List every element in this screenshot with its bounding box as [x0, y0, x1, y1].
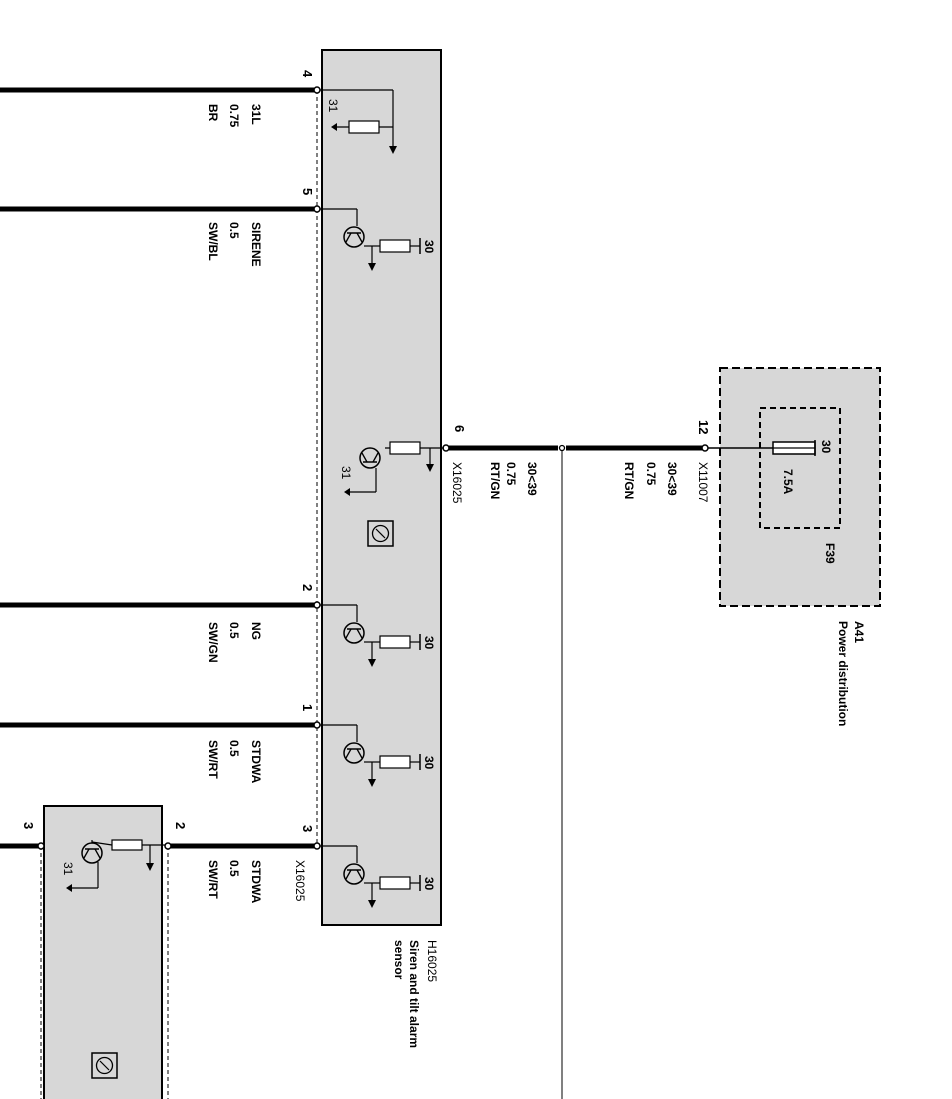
supply-label: 30 [422, 756, 436, 770]
module-name-line1: Siren and tilt alarm [407, 940, 421, 1048]
wire-pin4 [0, 86, 321, 94]
wire-pin1 [0, 721, 321, 729]
wire-signal: NG [249, 622, 263, 640]
pin-label-4: 4 [300, 70, 315, 78]
wire-color: BR [206, 104, 220, 122]
fuse-rating: 7.5A [781, 469, 795, 495]
wire-signal: STDWA [249, 740, 263, 784]
ground-label-lower: 31 [61, 862, 75, 876]
wire-color: RT/GN [622, 462, 636, 499]
wire-size: 0.5 [227, 622, 241, 639]
circuit-pin5 [320, 208, 421, 271]
wire-size: 0.5 [227, 740, 241, 757]
sensor-icon-lower [91, 1052, 118, 1079]
module-a41 [719, 367, 881, 607]
wire-label-pin3: STDWA 0.5 SW/RT 30 X16025 [206, 860, 436, 904]
module-name: Power distribution [836, 621, 850, 726]
supply-label: 30 [422, 636, 436, 650]
wire-signal: 30<39 [525, 462, 539, 496]
pin-label-1: 1 [300, 704, 315, 711]
fuse-id: F39 [823, 543, 837, 564]
module-lower [40, 805, 169, 1099]
pin-label-6: 6 [452, 425, 467, 432]
pin-label-12: 12 [696, 420, 711, 434]
pin-label-lower-right: 2 [173, 822, 188, 829]
supply-label: 30 [422, 877, 436, 891]
ground-label: 31 [339, 466, 353, 480]
h16025-labels: H16025 Siren and tilt alarm sensor [392, 940, 439, 1048]
circuit-pin3 [320, 845, 421, 908]
ground-label: 31 [326, 99, 340, 113]
circuit-pin1 [320, 724, 421, 787]
wire-size: 0.5 [227, 222, 241, 239]
supply-label: 30 [422, 240, 436, 254]
wire-color: SW/RT [206, 860, 220, 899]
wire-size: 0.75 [644, 462, 658, 486]
wire-label-feed2: 30<39 0.75 RT/GN X11007 [622, 462, 710, 503]
wire-color: RT/GN [488, 462, 502, 499]
wire-color: SW/BL [206, 222, 220, 261]
module-h16025 [316, 49, 442, 926]
connector-label: X11007 [696, 462, 710, 503]
sensor-icon-main [367, 520, 394, 547]
fuse-f39 [772, 440, 816, 456]
wire-label-pin6: X16025 31 [339, 462, 464, 504]
fuse-terminal: 30 [819, 440, 833, 454]
connector-label: X16025 [293, 860, 307, 902]
wire-signal: STDWA [249, 860, 263, 904]
circuit-pin4 [320, 89, 397, 154]
wire-label-pin4: 31L 0.75 BR 31 [206, 99, 340, 128]
pin-label-2: 2 [300, 584, 315, 591]
module-id: A41 [852, 621, 866, 643]
wire-signal: 31L [249, 104, 263, 125]
wire-color: SW/RT [206, 740, 220, 779]
a41-labels: 30 7.5A F39 A41 Power distribution [781, 440, 866, 726]
wire-pin5 [0, 205, 321, 213]
circuit-pin6 [344, 441, 444, 547]
wire-pin2 [0, 601, 321, 609]
wire-label-feed1: 30<39 0.75 RT/GN [488, 462, 539, 499]
wire-size: 0.5 [227, 860, 241, 877]
wire-label-pin2: NG 0.5 SW/GN 30 [206, 622, 436, 663]
wire-signal: 30<39 [665, 462, 679, 496]
wire-pin3 [0, 842, 321, 850]
connector-label: X16025 [450, 462, 464, 504]
wire-color: SW/GN [206, 622, 220, 663]
wire-size: 0.75 [504, 462, 518, 486]
pin-label-5: 5 [300, 188, 315, 195]
pin-label-lower-left: 3 [21, 822, 36, 829]
wire-label-pin5: SIRENE 0.5 SW/BL 30 [206, 222, 436, 267]
module-name-line2: sensor [392, 940, 406, 980]
circuit-pin2 [320, 604, 421, 667]
wire-power-feed [442, 444, 773, 1099]
pin-label-3: 3 [300, 825, 315, 832]
wire-size: 0.75 [227, 104, 241, 128]
module-id: H16025 [425, 940, 439, 982]
wire-signal: SIRENE [249, 222, 263, 267]
wire-label-pin1: STDWA 0.5 SW/RT 30 [206, 740, 436, 784]
